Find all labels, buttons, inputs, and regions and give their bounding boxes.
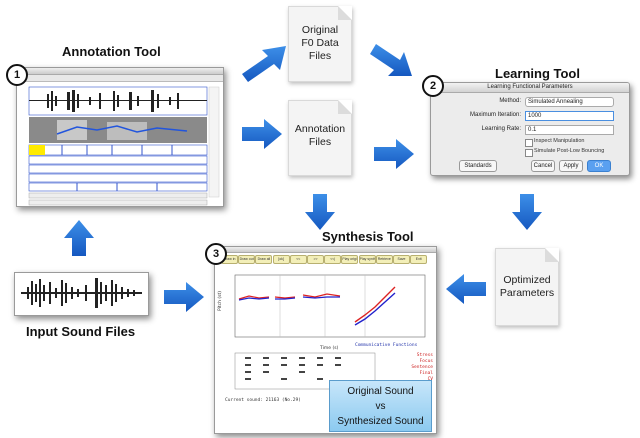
arrow-optimized-to-synthesis [446, 274, 486, 304]
arrow-annotationfiles-to-synthesis [305, 194, 335, 230]
comparison-caption: Original Sound vs Synthesized Sound [329, 380, 432, 432]
tier-names-column [208, 86, 220, 198]
dialog-title: Learning Functional Parameters [431, 83, 629, 93]
synthesis-toolbar-button[interactable]: Draw out [238, 255, 256, 264]
arrow-input-to-annotation [64, 220, 94, 256]
doc-label-line: Annotation [294, 123, 346, 135]
synthesis-toolbar-button[interactable]: Draw all [255, 255, 273, 264]
standards-button[interactable]: Standards [459, 160, 497, 172]
arrow-input-to-synthesis [164, 282, 204, 312]
synthesis-toolbar-button[interactable]: [ok] [272, 255, 290, 264]
badge-1: 1 [6, 64, 28, 86]
optimized-parameters-doc: Optimized Parameters [495, 248, 559, 326]
doc-label-line: Files [308, 50, 332, 62]
annotation-tool-title: Annotation Tool [62, 44, 161, 59]
function-names: StressFocusSentenceFinalCV [403, 353, 433, 383]
tier-2 [28, 155, 208, 165]
doc-label-line: Parameters [499, 287, 555, 299]
caption-vs: vs [375, 401, 386, 412]
max-iteration-field[interactable]: 1000 [525, 111, 614, 121]
arrow-annotationfiles-to-learning [374, 139, 414, 169]
window-titlebar [17, 68, 223, 75]
input-sound-waveform [14, 272, 149, 316]
learning-tool-title: Learning Tool [495, 66, 580, 81]
synthesis-plot: Pitch (st) Time (s) [217, 274, 426, 351]
badge-3: 3 [205, 243, 227, 265]
synthesis-tool-title: Synthesis Tool [322, 229, 414, 244]
synthesis-toolbar-button[interactable]: << [289, 255, 307, 264]
learning-dialog: Learning Functional Parameters Method: S… [430, 82, 630, 176]
axis-xlabel: Time (s) [319, 345, 339, 351]
syllable-grid [234, 352, 376, 390]
function-name: CV [403, 377, 433, 383]
axis-ylabel: Pitch (st) [217, 291, 223, 311]
badge-2: 2 [422, 75, 444, 97]
arrow-annotation-to-f0 [242, 46, 286, 82]
synthesis-toolbar-button[interactable]: Exit [410, 255, 428, 264]
arrow-annotation-to-annotationfiles [242, 119, 282, 149]
synthesis-toolbar-button[interactable]: >> [307, 255, 324, 264]
arrow-f0-to-learning [370, 44, 412, 76]
tier-3 [28, 164, 208, 174]
synthesis-toolbar-button[interactable]: <<| [324, 255, 342, 264]
pitch-contour [56, 125, 188, 135]
caption-synthesized: Synthesized Sound [337, 416, 424, 427]
doc-label-line: Optimized [503, 274, 551, 286]
ok-button[interactable]: OK [587, 160, 611, 172]
function-name: Sentence [411, 365, 433, 370]
function-name: Final [419, 371, 433, 376]
annotation-tool-screenshot [16, 67, 224, 207]
function-name: Stress [416, 353, 433, 358]
simulate-checkbox[interactable] [525, 149, 533, 157]
original-f0-files-doc: Original F0 Data Files [288, 6, 352, 82]
max-iteration-label: Maximum Iteration: [469, 112, 521, 118]
simulate-label: Simulate Post-Low Bouncing [534, 148, 605, 154]
method-select[interactable]: Simulated Annealing [525, 97, 614, 107]
waveform [29, 90, 207, 112]
tier-5 [28, 182, 208, 192]
doc-label-line: F0 Data [301, 37, 339, 49]
synthesis-toolbar-button[interactable]: Play synthesis [358, 255, 376, 264]
tier-1 [28, 144, 208, 156]
apply-button[interactable]: Apply [559, 160, 583, 172]
cancel-button[interactable]: Cancel [531, 160, 555, 172]
synthesis-toolbar-button[interactable]: Play original [341, 255, 359, 264]
inspect-checkbox[interactable] [525, 139, 533, 147]
doc-label-line: Original [301, 24, 339, 36]
input-sound-files-title: Input Sound Files [26, 324, 136, 339]
synthesis-toolbar-button[interactable]: Retrieve [375, 255, 393, 264]
window-titlebar [215, 247, 436, 253]
learning-rate-label: Learning Rate: [481, 126, 521, 132]
caption-original: Original Sound [347, 386, 414, 397]
arrow-learning-to-optimized [512, 194, 542, 230]
current-sound-label: Current sound: 21163 (No.29) [225, 398, 301, 403]
doc-label-line: Files [308, 136, 332, 148]
tier-4 [28, 173, 208, 183]
annotation-waveform-view [28, 86, 220, 206]
inspect-label: Inspect Manipulation [534, 138, 585, 144]
functions-label: Communicative Functions [355, 343, 418, 348]
learning-rate-field[interactable]: 0.1 [525, 125, 614, 135]
menu-bar [17, 75, 223, 82]
function-name: Focus [419, 359, 433, 364]
method-label: Method: [499, 98, 521, 104]
synthesis-toolbar-button[interactable]: Save [393, 255, 410, 264]
annotation-files-doc: Annotation Files [288, 100, 352, 176]
waveform-thumbnail [21, 278, 142, 308]
